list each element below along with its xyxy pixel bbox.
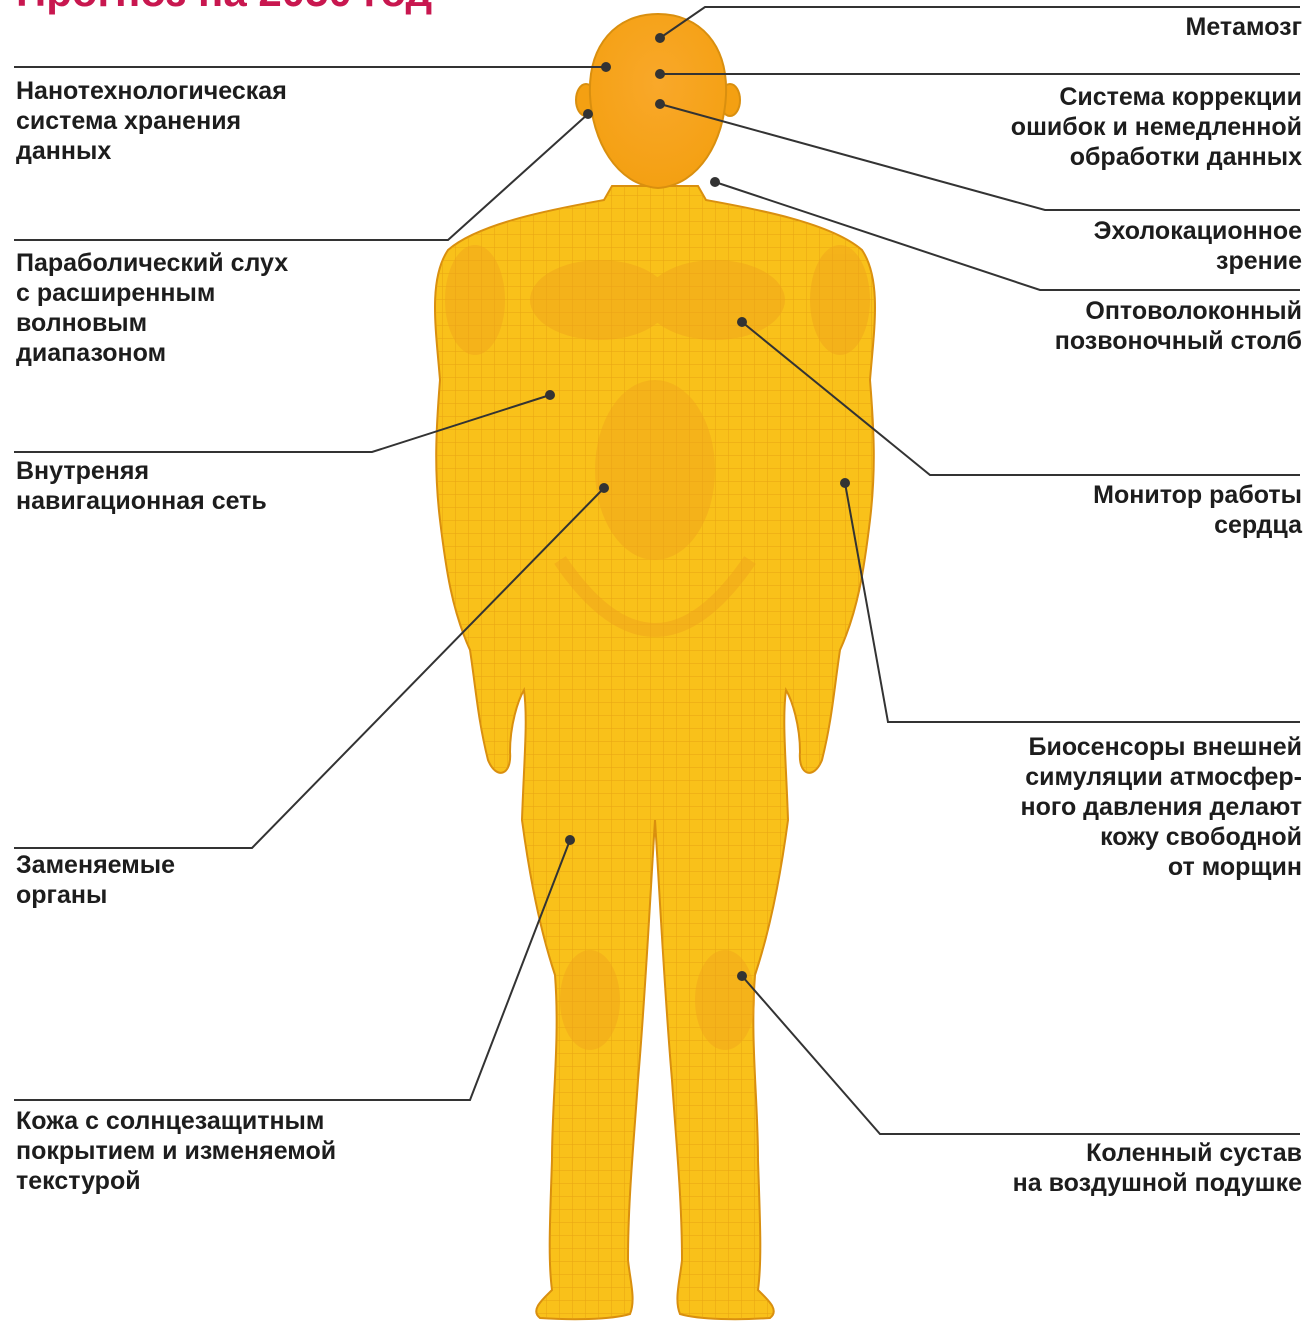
- label-parabolic-hearing: Параболический слухс расширеннымволновым…: [16, 248, 288, 368]
- label-line: обработки данных: [1011, 142, 1302, 172]
- label-echo-vision: Эхолокационноезрение: [1094, 216, 1302, 276]
- label-line: текстурой: [16, 1166, 336, 1196]
- label-biosensors: Биосенсоры внешнейсимуляции атмосфер-ног…: [1021, 732, 1302, 882]
- label-line: Биосенсоры внешней: [1021, 732, 1302, 762]
- label-line: Кожа с солнцезащитным: [16, 1106, 336, 1136]
- label-nano-storage: Нанотехнологическаясистема храненияданны…: [16, 76, 287, 166]
- dot-fiber-spine: [710, 177, 720, 187]
- label-line: кожу свободной: [1021, 822, 1302, 852]
- label-skin-coating: Кожа с солнцезащитнымпокрытием и изменяе…: [16, 1106, 336, 1196]
- label-internal-navigation: Внутреняянавигационная сеть: [16, 456, 267, 516]
- dot-error-correction: [655, 69, 665, 79]
- label-line: Оптоволоконный: [1055, 296, 1302, 326]
- label-line: Коленный сустав: [1013, 1138, 1302, 1168]
- leader-knee-joint: [742, 976, 1300, 1134]
- dot-echo-vision: [655, 99, 665, 109]
- dot-biosensors: [840, 478, 850, 488]
- label-line: диапазоном: [16, 338, 288, 368]
- label-line: Внутреняя: [16, 456, 267, 486]
- label-replaceable-organs: Заменяемыеорганы: [16, 850, 175, 910]
- label-line: Параболический слух: [16, 248, 288, 278]
- label-line: Заменяемые: [16, 850, 175, 880]
- label-fiber-spine: Оптоволоконныйпозвоночный столб: [1055, 296, 1302, 356]
- label-line: с расширенным: [16, 278, 288, 308]
- label-line: ного давления делают: [1021, 792, 1302, 822]
- dot-internal-navigation: [545, 390, 555, 400]
- dot-skin-coating: [565, 835, 575, 845]
- dot-nano-storage: [601, 62, 611, 72]
- label-line: сердца: [1093, 510, 1302, 540]
- label-line: органы: [16, 880, 175, 910]
- dot-replaceable-organs: [599, 483, 609, 493]
- label-line: Монитор работы: [1093, 480, 1302, 510]
- label-line: система хранения: [16, 106, 287, 136]
- label-line: от морщин: [1021, 852, 1302, 882]
- label-line: Эхолокационное: [1094, 216, 1302, 246]
- label-line: Нанотехнологическая: [16, 76, 287, 106]
- label-line: навигационная сеть: [16, 486, 267, 516]
- label-line: покрытием и изменяемой: [16, 1136, 336, 1166]
- dot-knee-joint: [737, 971, 747, 981]
- label-line: позвоночный столб: [1055, 326, 1302, 356]
- dot-parabolic-hearing: [583, 109, 593, 119]
- label-knee-joint: Коленный суставна воздушной подушке: [1013, 1138, 1302, 1198]
- label-line: Система коррекции: [1011, 82, 1302, 112]
- dot-metabrain: [655, 33, 665, 43]
- label-line: Метамозг: [1186, 12, 1303, 42]
- label-line: ошибок и немедленной: [1011, 112, 1302, 142]
- label-line: симуляции атмосфер-: [1021, 762, 1302, 792]
- label-line: на воздушной подушке: [1013, 1168, 1302, 1198]
- label-line: волновым: [16, 308, 288, 338]
- body-silhouette: [435, 14, 875, 1319]
- label-line: зрение: [1094, 246, 1302, 276]
- label-line: данных: [16, 136, 287, 166]
- label-metabrain: Метамозг: [1186, 12, 1303, 42]
- label-error-correction: Система коррекцииошибок и немедленнойобр…: [1011, 82, 1302, 172]
- dot-heart-monitor: [737, 317, 747, 327]
- label-heart-monitor: Монитор работысердца: [1093, 480, 1302, 540]
